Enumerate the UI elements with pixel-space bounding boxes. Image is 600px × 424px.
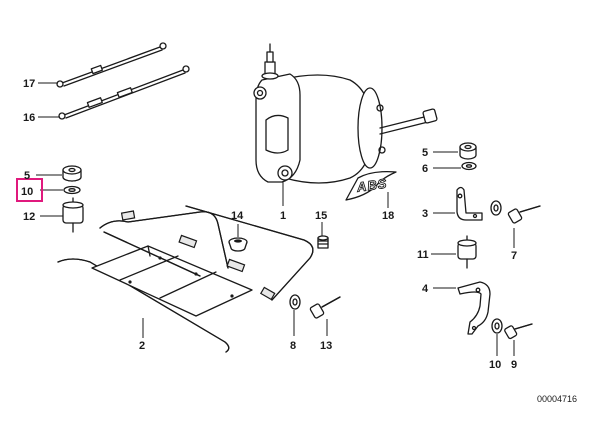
- callout-7: 7: [511, 250, 517, 262]
- part-7-bolt: [507, 205, 541, 224]
- callout-15: 15: [315, 210, 327, 222]
- part-15-plug: [317, 235, 329, 249]
- part-10-washer-left: [63, 185, 81, 195]
- washer-right-lower: [491, 318, 503, 334]
- callout-10-highlighted[interactable]: 10: [21, 186, 33, 198]
- part-5-nut-left: [62, 165, 82, 182]
- part-13-bolt: [309, 296, 341, 319]
- part-17-brake-line: [56, 42, 167, 88]
- part-12-rubber-mount: [62, 197, 84, 233]
- callout-9: 9: [511, 359, 517, 371]
- callout-13: 13: [320, 340, 332, 352]
- callout-5-left: 5: [24, 170, 30, 182]
- part-18-abs-badge: ABS: [345, 170, 397, 201]
- abs-badge-text: ABS: [355, 176, 388, 195]
- callout-17: 17: [23, 78, 35, 90]
- highlight-box-part-10: [16, 178, 43, 202]
- part-16-brake-line: [58, 65, 190, 120]
- part-6-washer: [461, 161, 477, 171]
- part-8-washer: [289, 294, 301, 310]
- leader-lines: [36, 82, 515, 356]
- callout-5-right: 5: [422, 147, 428, 159]
- callout-4: 4: [422, 283, 429, 295]
- callout-2: 2: [139, 340, 145, 352]
- part-4-bracket: [457, 281, 491, 335]
- part-1-abs-modulator: [253, 43, 438, 184]
- callout-18: 18: [382, 210, 394, 222]
- callout-10-right: 10: [489, 359, 501, 371]
- callout-3: 3: [422, 208, 428, 220]
- part-9-bolt: [504, 323, 533, 340]
- part-2-frame: [57, 205, 314, 353]
- callout-8: 8: [290, 340, 296, 352]
- callout-12: 12: [23, 211, 35, 223]
- part-3-bracket: [456, 186, 483, 221]
- callout-labels: 17 16 5 10 12 14 15 1 18 2 8 13 5 6 3 11…: [21, 78, 517, 371]
- callout-14: 14: [231, 210, 244, 222]
- callout-6: 6: [422, 163, 428, 175]
- callout-1: 1: [280, 210, 286, 222]
- part-11-rubber-mount: [457, 235, 477, 269]
- washer-right-upper: [490, 200, 502, 216]
- part-14-grommet: [228, 237, 248, 252]
- part-5-nut-right: [459, 142, 477, 160]
- callout-11: 11: [417, 249, 429, 261]
- callout-16: 16: [23, 112, 35, 124]
- document-number: 00004716: [537, 394, 577, 404]
